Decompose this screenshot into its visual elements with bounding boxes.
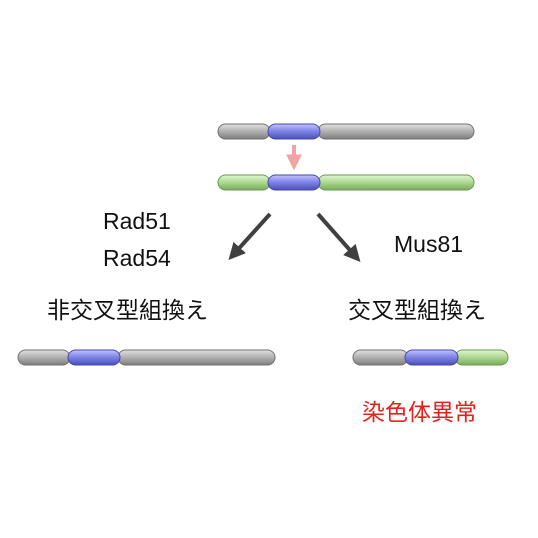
chromosome-abnormality-label: 染色体異常 xyxy=(362,400,477,426)
rad54-label: Rad54 xyxy=(103,245,171,271)
crossover-chromosome xyxy=(352,349,509,366)
left-branch-arrow xyxy=(228,212,272,260)
noncrossover-blue-segment xyxy=(67,349,121,366)
top-chromosome xyxy=(217,123,475,140)
right-branch-arrow xyxy=(316,212,361,263)
top-chromosome-blue-segment xyxy=(267,123,321,140)
mus81-label: Mus81 xyxy=(394,231,464,257)
crossover-label: 交叉型組換え xyxy=(348,298,486,324)
middle-chromosome-right-segment xyxy=(317,174,475,191)
rad51-label: Rad51 xyxy=(103,208,171,234)
top-chromosome-right-segment xyxy=(317,123,475,140)
noncrossover-label: 非交叉型組換え xyxy=(47,298,208,324)
crossover-right-segment xyxy=(454,349,509,366)
middle-chromosome-left-segment xyxy=(217,174,271,191)
top-chromosome-left-segment xyxy=(217,123,271,140)
middle-chromosome xyxy=(217,174,475,191)
noncrossover-chromosome xyxy=(17,349,276,366)
crossover-blue-segment xyxy=(404,349,459,366)
middle-chromosome-blue-segment xyxy=(267,174,321,191)
crossover-left-segment xyxy=(352,349,409,366)
noncrossover-left-segment xyxy=(17,349,71,366)
noncrossover-right-segment xyxy=(117,349,276,366)
